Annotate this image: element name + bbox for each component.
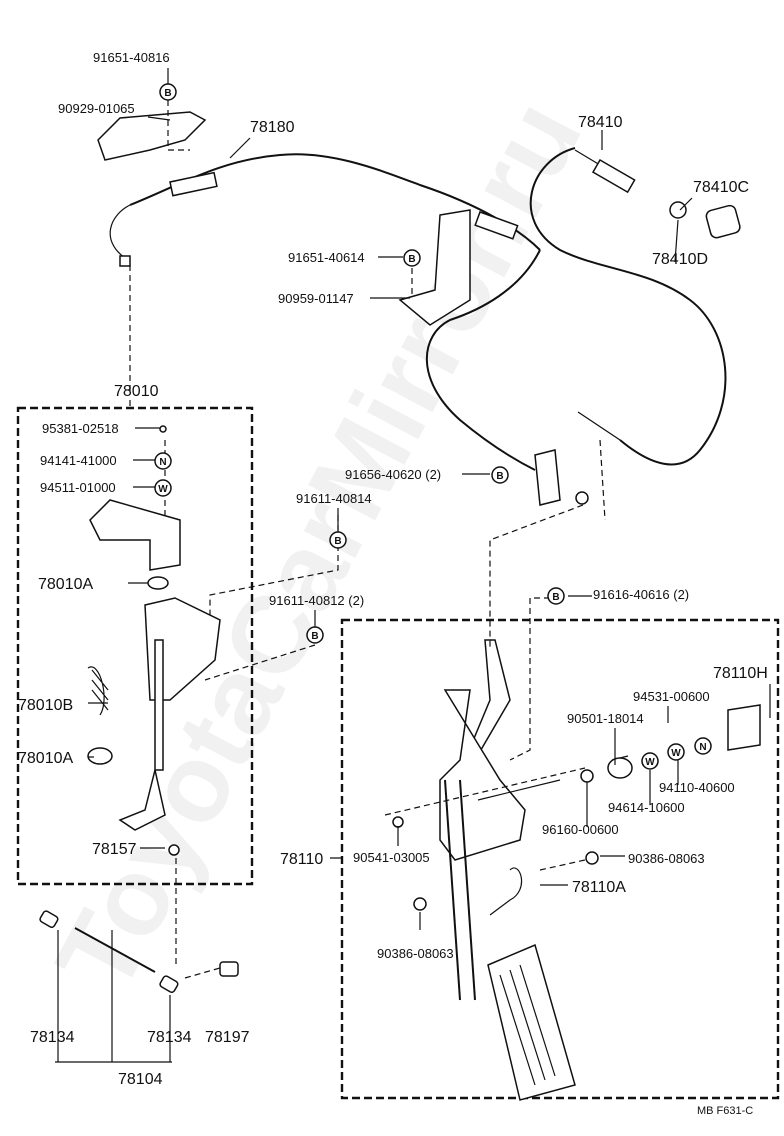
label-90959-01147: 90959-01147 <box>278 291 354 306</box>
nut-symbol: N <box>694 737 712 755</box>
label-94110-40600: 94110-40600 <box>659 780 735 795</box>
svg-text:W: W <box>158 484 168 495</box>
hand-throttle-cable <box>529 147 741 466</box>
label-91611-40812: 91611-40812 (2) <box>269 593 364 608</box>
cable-clamp <box>97 111 207 161</box>
bolt-symbol: B <box>403 249 421 267</box>
svg-text:B: B <box>164 88 171 99</box>
label-78104: 78104 <box>118 1071 163 1088</box>
label-90386-08063-2: 90386-08063 <box>377 946 454 961</box>
label-90929-01065: 90929-01065 <box>58 101 135 116</box>
label-94614-10600: 94614-10600 <box>608 800 685 815</box>
label-90541-03005: 90541-03005 <box>353 850 430 865</box>
label-78134: 78134 <box>30 1029 75 1046</box>
label-78110: 78110 <box>280 851 323 868</box>
label-78110A: 78110A <box>572 879 626 896</box>
bolt-symbol: B <box>547 587 565 605</box>
label-91651-40614: 91651-40614 <box>288 250 365 265</box>
svg-text:W: W <box>671 748 681 759</box>
rod-set <box>39 910 239 1063</box>
accelerator-cable <box>109 153 541 471</box>
washer-symbol: W <box>667 743 685 761</box>
leader-lines <box>88 68 771 930</box>
svg-text:B: B <box>408 254 415 265</box>
label-78410C: 78410C <box>693 179 749 196</box>
svg-text:B: B <box>334 536 341 547</box>
label-78410: 78410 <box>578 114 623 131</box>
footer-code: MB F631-C <box>697 1105 753 1117</box>
part-labels: 91651-40816 90929-01065 78180 78410 7841… <box>18 50 768 1117</box>
label-78157: 78157 <box>92 841 137 858</box>
label-91651-40816: 91651-40816 <box>93 50 170 65</box>
label-78180: 78180 <box>250 119 295 136</box>
svg-text:B: B <box>311 631 318 642</box>
assembly-box-78010 <box>16 406 254 886</box>
svg-text:N: N <box>159 457 166 468</box>
label-91656-40620: 91656-40620 (2) <box>345 467 441 482</box>
svg-text:W: W <box>645 757 655 768</box>
label-94531-00600: 94531-00600 <box>633 689 710 704</box>
accelerator-pedal <box>392 639 761 1101</box>
bolt-symbol: B <box>329 531 347 549</box>
label-96160-00600: 96160-00600 <box>542 822 619 837</box>
cable-bracket <box>398 209 471 326</box>
label-78010: 78010 <box>114 383 159 400</box>
bolt-symbol: B <box>159 83 177 101</box>
label-78410D: 78410D <box>652 251 708 268</box>
bolt-symbol: B <box>491 466 509 484</box>
label-91611-40814: 91611-40814 <box>296 491 372 506</box>
label-90501-18014: 90501-18014 <box>567 711 644 726</box>
svg-text:N: N <box>699 742 706 753</box>
washer-symbol: W <box>641 752 659 770</box>
label-78197: 78197 <box>205 1029 250 1046</box>
label-94511-01000: 94511-01000 <box>40 480 116 495</box>
washer-symbol: W <box>154 479 172 497</box>
assembly-box-78110 <box>340 618 780 1100</box>
label-78010A: 78010A <box>38 576 93 593</box>
label-90386-08063: 90386-08063 <box>628 851 705 866</box>
label-78010A-2: 78010A <box>18 750 73 767</box>
label-94141-41000: 94141-41000 <box>40 453 117 468</box>
nut-symbol: N <box>154 452 172 470</box>
label-91616-40616: 91616-40616 (2) <box>593 587 689 602</box>
link-assembly <box>87 425 221 856</box>
svg-text:B: B <box>552 592 559 603</box>
label-78134-2: 78134 <box>147 1029 192 1046</box>
label-78010B: 78010B <box>18 697 73 714</box>
cable-stay <box>534 449 561 506</box>
label-78110H: 78110H <box>713 665 768 682</box>
svg-text:B: B <box>496 471 503 482</box>
bolt-symbol: B <box>306 626 324 644</box>
label-95381-02518: 95381-02518 <box>42 421 119 436</box>
